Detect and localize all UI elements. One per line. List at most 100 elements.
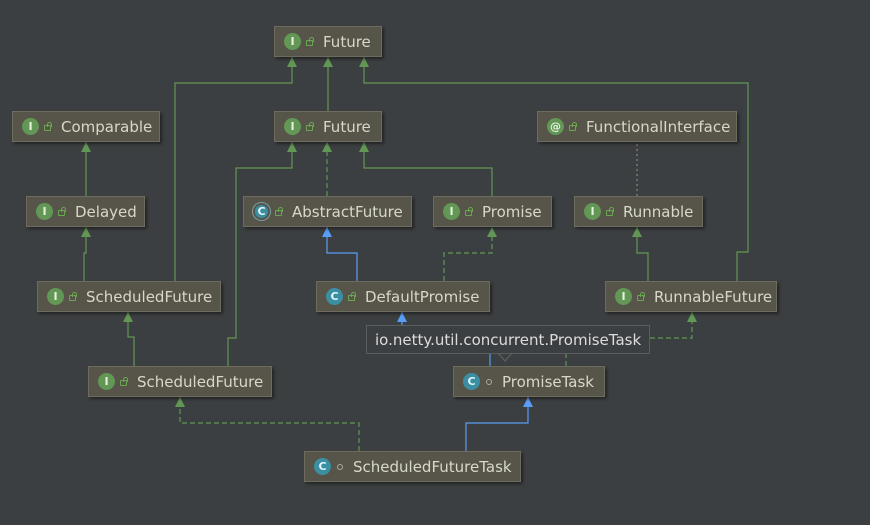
- node-comparable[interactable]: I Comparable: [12, 111, 160, 142]
- edge-arrowhead: [632, 227, 642, 237]
- edge-scheduled-future-netty-to-future-netty: [227, 142, 297, 366]
- edge-line: [174, 57, 293, 281]
- edge-arrowhead: [687, 312, 697, 322]
- annotation-icon: @: [547, 118, 564, 135]
- node-label: ScheduledFuture: [86, 287, 213, 306]
- edge-line: [179, 397, 360, 451]
- edge-arrowhead: [81, 142, 91, 152]
- edge-line: [636, 227, 649, 281]
- tooltip-text: io.netty.util.concurrent.PromiseTask: [375, 330, 642, 349]
- class-tooltip: io.netty.util.concurrent.PromiseTask: [366, 325, 651, 354]
- interface-icon: I: [615, 288, 632, 305]
- interface-icon: I: [284, 118, 301, 135]
- unlock-icon: [275, 207, 284, 216]
- tooltip-pointer-fill: [498, 352, 512, 360]
- edge-scheduled-future-jdk-to-future-root: [174, 57, 297, 281]
- edge-line: [326, 227, 358, 281]
- edge-arrowhead: [487, 227, 497, 237]
- node-scheduled-future-task[interactable]: C ScheduledFutureTask: [304, 451, 521, 482]
- unlock-icon: [58, 207, 67, 216]
- edge-line: [363, 57, 749, 281]
- unlock-icon: [348, 292, 357, 301]
- unlock-icon: [306, 37, 315, 46]
- edge-arrowhead: [359, 57, 369, 67]
- edge-delayed-to-comparable: [81, 142, 91, 196]
- edge-runnable-future-to-runnable: [632, 227, 649, 281]
- node-label: AbstractFuture: [292, 202, 403, 221]
- edge-arrowhead: [123, 312, 133, 322]
- interface-icon: I: [284, 33, 301, 50]
- unlock-icon: [44, 122, 53, 131]
- unlock-icon: [637, 292, 646, 301]
- node-abstract-future[interactable]: C AbstractFuture: [243, 196, 412, 227]
- edge-arrowhead: [287, 142, 297, 152]
- edge-arrowhead: [322, 142, 332, 152]
- edge-scheduled-future-task-to-scheduled-future-netty: [175, 397, 360, 451]
- unlock-icon: [69, 292, 78, 301]
- node-label: Promise: [482, 202, 542, 221]
- edge-arrowhead: [175, 397, 185, 407]
- edge-arrowhead: [322, 227, 332, 237]
- unlock-icon: [120, 377, 129, 386]
- edge-arrowhead: [81, 227, 91, 237]
- node-runnable[interactable]: I Runnable: [574, 196, 703, 227]
- edge-line: [443, 227, 493, 281]
- edge-scheduled-future-task-to-promise-task: [465, 397, 533, 451]
- unlock-icon: [569, 122, 578, 131]
- node-promise[interactable]: I Promise: [433, 196, 552, 227]
- node-scheduled-future-jdk[interactable]: I ScheduledFuture: [37, 281, 221, 312]
- node-scheduled-future-netty[interactable]: I ScheduledFuture: [88, 366, 272, 397]
- edge-default-promise-to-promise: [443, 227, 497, 281]
- node-label: ScheduledFutureTask: [353, 457, 512, 476]
- edge-abstract-future-to-future-netty: [322, 142, 332, 196]
- node-label: RunnableFuture: [654, 287, 773, 306]
- class-icon: C: [326, 288, 343, 305]
- class-icon: C: [314, 458, 331, 475]
- node-label: Future: [323, 32, 371, 51]
- interface-icon: I: [443, 203, 460, 220]
- node-delayed[interactable]: I Delayed: [26, 196, 145, 227]
- edge-line: [83, 227, 87, 281]
- interface-icon: I: [22, 118, 39, 135]
- unlock-icon: [465, 207, 474, 216]
- edge-arrowhead: [523, 397, 533, 407]
- abstract-class-icon: C: [253, 203, 270, 220]
- edge-arrowhead: [323, 57, 333, 67]
- edge-promise-to-future-netty: [359, 142, 493, 196]
- interface-icon: I: [47, 288, 64, 305]
- node-label: FunctionalInterface: [586, 117, 731, 136]
- node-label: Future: [323, 117, 371, 136]
- node-runnable-future[interactable]: I RunnableFuture: [605, 281, 777, 312]
- node-future-root[interactable]: I Future: [274, 26, 382, 57]
- edge-arrowhead: [359, 142, 369, 152]
- node-label: Delayed: [75, 202, 137, 221]
- node-label: Runnable: [623, 202, 694, 221]
- class-icon: C: [463, 373, 480, 390]
- edge-line: [227, 142, 293, 366]
- edge-line: [127, 312, 135, 366]
- edge-line: [465, 397, 529, 451]
- node-label: Comparable: [61, 117, 153, 136]
- interface-icon: I: [36, 203, 53, 220]
- node-future-netty[interactable]: I Future: [274, 111, 382, 142]
- edge-future-netty-to-future-root: [323, 57, 333, 111]
- edge-line: [363, 142, 493, 196]
- edge-runnable-future-to-future-root: [359, 57, 749, 281]
- node-label: PromiseTask: [502, 372, 594, 391]
- interface-icon: I: [584, 203, 601, 220]
- package-dot-icon: [485, 377, 494, 386]
- edge-arrowhead: [397, 312, 407, 322]
- node-promise-task[interactable]: C PromiseTask: [453, 366, 605, 397]
- edge-scheduled-future-netty-to-scheduled-future-jdk: [123, 312, 135, 366]
- interface-icon: I: [98, 373, 115, 390]
- node-label: ScheduledFuture: [137, 372, 264, 391]
- unlock-icon: [306, 122, 315, 131]
- unlock-icon: [606, 207, 615, 216]
- node-label: DefaultPromise: [365, 287, 480, 306]
- edge-scheduled-future-jdk-to-delayed: [81, 227, 91, 281]
- edge-default-promise-to-abstract-future: [322, 227, 358, 281]
- node-default-promise[interactable]: C DefaultPromise: [316, 281, 490, 312]
- node-functional-interface[interactable]: @ FunctionalInterface: [537, 111, 737, 142]
